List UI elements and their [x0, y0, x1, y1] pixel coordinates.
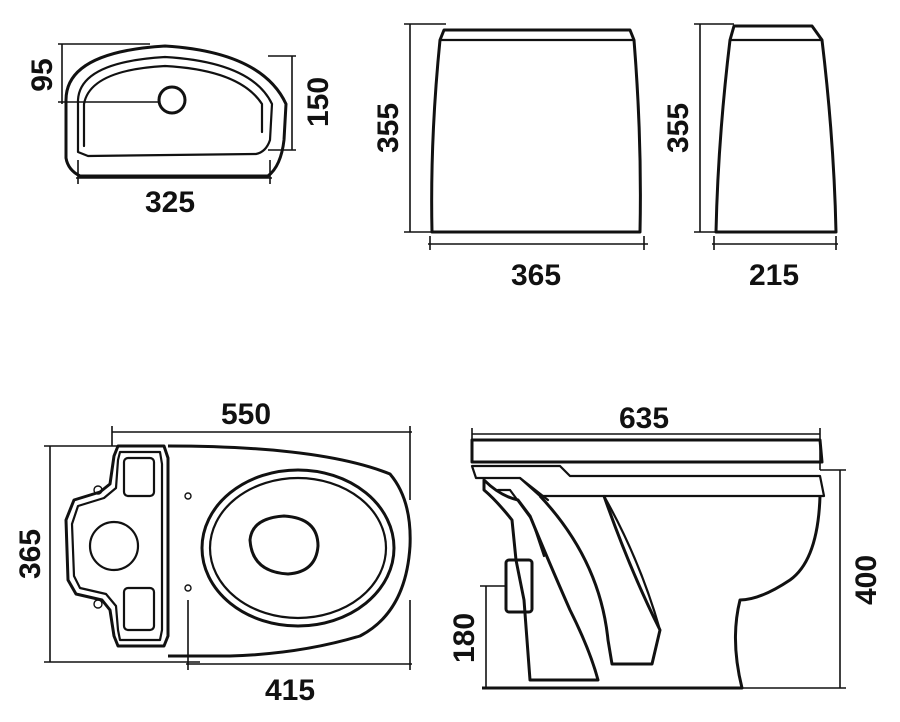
bowl-side-length-label: 635 [619, 402, 669, 435]
tank-front-width-label: 365 [511, 259, 561, 292]
tank-top-depth-inner-label: 95 [26, 58, 59, 91]
tank-front-outline [430, 28, 642, 234]
tank-side-outline [714, 24, 838, 234]
bowl-side-view: 635 400 180 [448, 402, 883, 690]
bowl-side-seat [470, 438, 824, 464]
bowl-seat-length-label: 415 [265, 674, 315, 707]
bowl-side-height-label: 400 [850, 555, 883, 605]
bowl-outlet-circle [88, 520, 140, 572]
bowl-width-label: 365 [14, 529, 47, 579]
tank-front-height-label: 355 [372, 103, 405, 153]
tank-front-view: 355 365 [372, 23, 648, 292]
bowl-seat-ring [200, 468, 396, 628]
tank-flush-hole [157, 85, 187, 115]
tank-top-depth-label: 150 [302, 77, 335, 127]
bowl-top-view: 550 365 415 [14, 398, 412, 707]
bowl-body-outline [167, 444, 412, 658]
tank-side-view: 355 215 [662, 23, 838, 292]
tank-side-height-label: 355 [662, 103, 695, 153]
tank-side-depth-label: 215 [749, 259, 799, 292]
bowl-side-outline [482, 478, 600, 682]
bowl-length-label: 550 [221, 398, 271, 431]
bowl-rear-flange [64, 444, 170, 648]
bowl-outlet-height-label: 180 [448, 613, 481, 663]
tank-top-outline [64, 44, 288, 178]
tank-top-width-label: 325 [145, 186, 195, 219]
bowl-drain-opening [248, 514, 320, 576]
tank-top-view: 95 150 325 [26, 43, 335, 219]
